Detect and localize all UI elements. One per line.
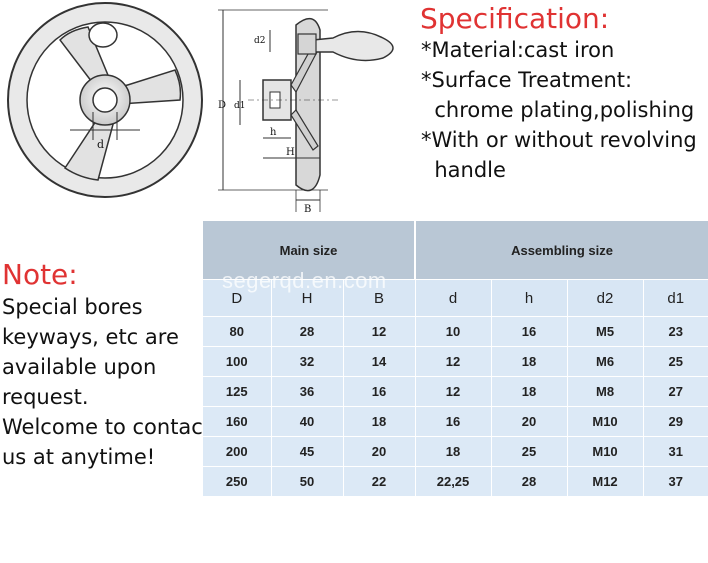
- table-cell: 14: [343, 346, 416, 377]
- table-cell: 25: [491, 436, 568, 467]
- watermark-text: segerqd.en.com: [222, 268, 387, 293]
- note-line-2: keyways, etc are: [2, 325, 179, 349]
- table-cell: 40: [271, 406, 344, 437]
- table-cell: 28: [271, 316, 344, 347]
- table-row: 250 50 22 22,25 28 M12 37: [203, 466, 708, 496]
- dim-label-d: d: [97, 138, 104, 151]
- table-cell: 200: [203, 436, 272, 467]
- dim-label-B: B: [304, 204, 311, 215]
- table-cell: 28: [491, 466, 568, 496]
- table-row: 125 36 16 12 18 M8 27: [203, 376, 708, 407]
- group-header-assembling-size: Assembling size: [415, 221, 708, 280]
- table-cell: 27: [643, 376, 708, 407]
- table-cell: M8: [567, 376, 644, 407]
- note-line-1: Special bores: [2, 295, 143, 319]
- table-cell: 37: [643, 466, 708, 496]
- note-title: Note:: [2, 258, 78, 291]
- dim-label-D: D: [218, 100, 226, 111]
- note-line-6: us at anytime!: [2, 445, 156, 469]
- table-cell: 125: [203, 376, 272, 407]
- table-cell: 22,25: [415, 466, 492, 496]
- table-cell: 20: [491, 406, 568, 437]
- table-cell: 100: [203, 346, 272, 377]
- table-cell: 12: [415, 376, 492, 407]
- table-cell: 18: [343, 406, 416, 437]
- spec-line-handle-cont: handle: [421, 158, 506, 182]
- note-line-5: Welcome to contact: [2, 415, 212, 439]
- column-header-d2: d2: [567, 279, 644, 317]
- handwheel-front-view-drawing: d: [7, 2, 203, 198]
- dim-label-d1: d1: [234, 101, 246, 111]
- table-cell: 20: [343, 436, 416, 467]
- table-cell: 32: [271, 346, 344, 377]
- specification-title: Specification:: [420, 2, 610, 35]
- table-cell: 18: [415, 436, 492, 467]
- table-cell: M12: [567, 466, 644, 496]
- spec-line-plating: chrome plating,polishing: [421, 98, 695, 122]
- table-cell: 31: [643, 436, 708, 467]
- table-cell: 36: [271, 376, 344, 407]
- group-header-main-size: Main size: [203, 221, 417, 280]
- table-cell: 16: [415, 406, 492, 437]
- table-cell: 160: [203, 406, 272, 437]
- note-line-3: available upon: [2, 355, 157, 379]
- column-header-B: B: [343, 279, 416, 317]
- dim-label-h: h: [270, 127, 277, 138]
- table-cell: 45: [271, 436, 344, 467]
- table-cell: 18: [491, 376, 568, 407]
- size-table: Main size Assembling size D H B d h d2 d…: [203, 221, 708, 496]
- spec-line-material: *Material:cast iron: [421, 38, 615, 62]
- table-cell: M10: [567, 436, 644, 467]
- table-cell: 80: [203, 316, 272, 347]
- spec-line-surface: *Surface Treatment:: [421, 68, 633, 92]
- dim-label-H: H: [286, 147, 295, 158]
- table-cell: 16: [343, 376, 416, 407]
- column-header-h: h: [491, 279, 568, 317]
- table-cell: M10: [567, 406, 644, 437]
- table-cell: 22: [343, 466, 416, 496]
- table-row: 100 32 14 12 18 M6 25: [203, 346, 708, 377]
- handwheel-side-view-drawing: D d1 d2 h H B: [218, 9, 394, 215]
- column-header-d1: d1: [643, 279, 708, 317]
- table-row: 200 45 20 18 25 M10 31: [203, 436, 708, 467]
- table-cell: 16: [491, 316, 568, 347]
- table-row: 160 40 18 16 20 M10 29: [203, 406, 708, 437]
- table-cell: 10: [415, 316, 492, 347]
- table-cell: M5: [567, 316, 644, 347]
- table-cell: 12: [343, 316, 416, 347]
- table-cell: 25: [643, 346, 708, 377]
- table-cell: 18: [491, 346, 568, 377]
- table-row: 80 28 12 10 16 M5 23: [203, 316, 708, 347]
- column-header-D: D: [203, 279, 272, 317]
- column-header-d: d: [415, 279, 492, 317]
- table-cell: 12: [415, 346, 492, 377]
- column-header-H: H: [271, 279, 344, 317]
- table-cell: M6: [567, 346, 644, 377]
- table-cell: 29: [643, 406, 708, 437]
- dim-label-d2: d2: [254, 36, 266, 46]
- spec-line-handle: *With or without revolving: [421, 128, 697, 152]
- table-cell: 250: [203, 466, 272, 496]
- table-cell: 23: [643, 316, 708, 347]
- table-cell: 50: [271, 466, 344, 496]
- note-line-4: request.: [2, 385, 89, 409]
